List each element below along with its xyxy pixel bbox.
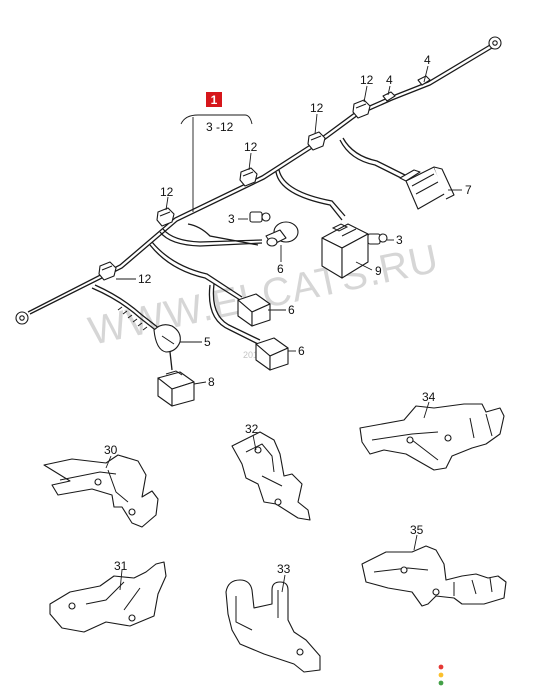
label-sensor-5: 5 — [204, 335, 211, 349]
label-bracket-35: 35 — [410, 523, 424, 537]
bracket-30[interactable] — [43, 454, 159, 528]
bracket-34[interactable] — [359, 403, 505, 471]
status-dot-yellow — [438, 672, 444, 678]
label-connector-9: 9 — [375, 264, 382, 278]
bracket-31[interactable] — [49, 561, 167, 633]
status-dot-green — [438, 680, 444, 686]
label-connector-7: 7 — [465, 183, 472, 197]
label-bracket-32: 32 — [245, 422, 259, 436]
sensor-5[interactable] — [153, 324, 181, 371]
label-sensor-6: 6 — [298, 344, 305, 358]
ground-eyelet-right — [488, 36, 502, 50]
label-connector-8: 8 — [208, 375, 215, 389]
bracket-32[interactable] — [231, 431, 311, 521]
harness-clip[interactable] — [156, 207, 175, 227]
bracket-33[interactable] — [225, 579, 321, 673]
range-bracket — [180, 114, 253, 125]
label-bracket-34: 34 — [422, 390, 436, 404]
label-bolt-4: 4 — [424, 53, 431, 67]
bracket-35[interactable] — [361, 545, 507, 607]
status-dots — [438, 664, 444, 686]
harness-clip[interactable] — [307, 131, 326, 151]
sensor-6-upper[interactable] — [265, 221, 299, 247]
harness-clip[interactable] — [239, 167, 258, 187]
label-sensor-6: 6 — [277, 262, 284, 276]
connector-8[interactable] — [157, 370, 195, 407]
plug-3-right[interactable] — [367, 233, 388, 245]
label-clip-12: 12 — [310, 101, 324, 115]
position-badge-number: 1 — [211, 93, 218, 107]
range-label: 3 -12 — [206, 120, 234, 134]
connector-6-lower[interactable] — [255, 337, 289, 371]
harness-clip[interactable] — [98, 261, 117, 281]
harness-clip[interactable] — [352, 99, 371, 119]
status-dot-red — [438, 664, 444, 670]
label-clip-12: 12 — [138, 272, 152, 286]
label-clip-12: 12 — [360, 73, 374, 87]
connector-7[interactable] — [399, 166, 455, 210]
label-sensor-6: 6 — [288, 303, 295, 317]
plug-3-upper[interactable] — [249, 211, 271, 223]
label-plug-3: 3 — [396, 233, 403, 247]
connector-6-middle[interactable] — [237, 293, 271, 327]
label-bracket-33: 33 — [277, 562, 291, 576]
label-plug-3: 3 — [228, 212, 235, 226]
label-bracket-30: 30 — [104, 443, 118, 457]
label-bolt-4: 4 — [386, 73, 393, 87]
label-bracket-31: 31 — [114, 559, 128, 573]
label-clip-12: 12 — [160, 185, 174, 199]
connector-9[interactable] — [321, 223, 369, 279]
position-badge[interactable] — [206, 92, 222, 107]
ground-eyelet-left — [15, 311, 29, 325]
label-clip-12: 12 — [244, 140, 258, 154]
leader-lines — [105, 65, 462, 593]
